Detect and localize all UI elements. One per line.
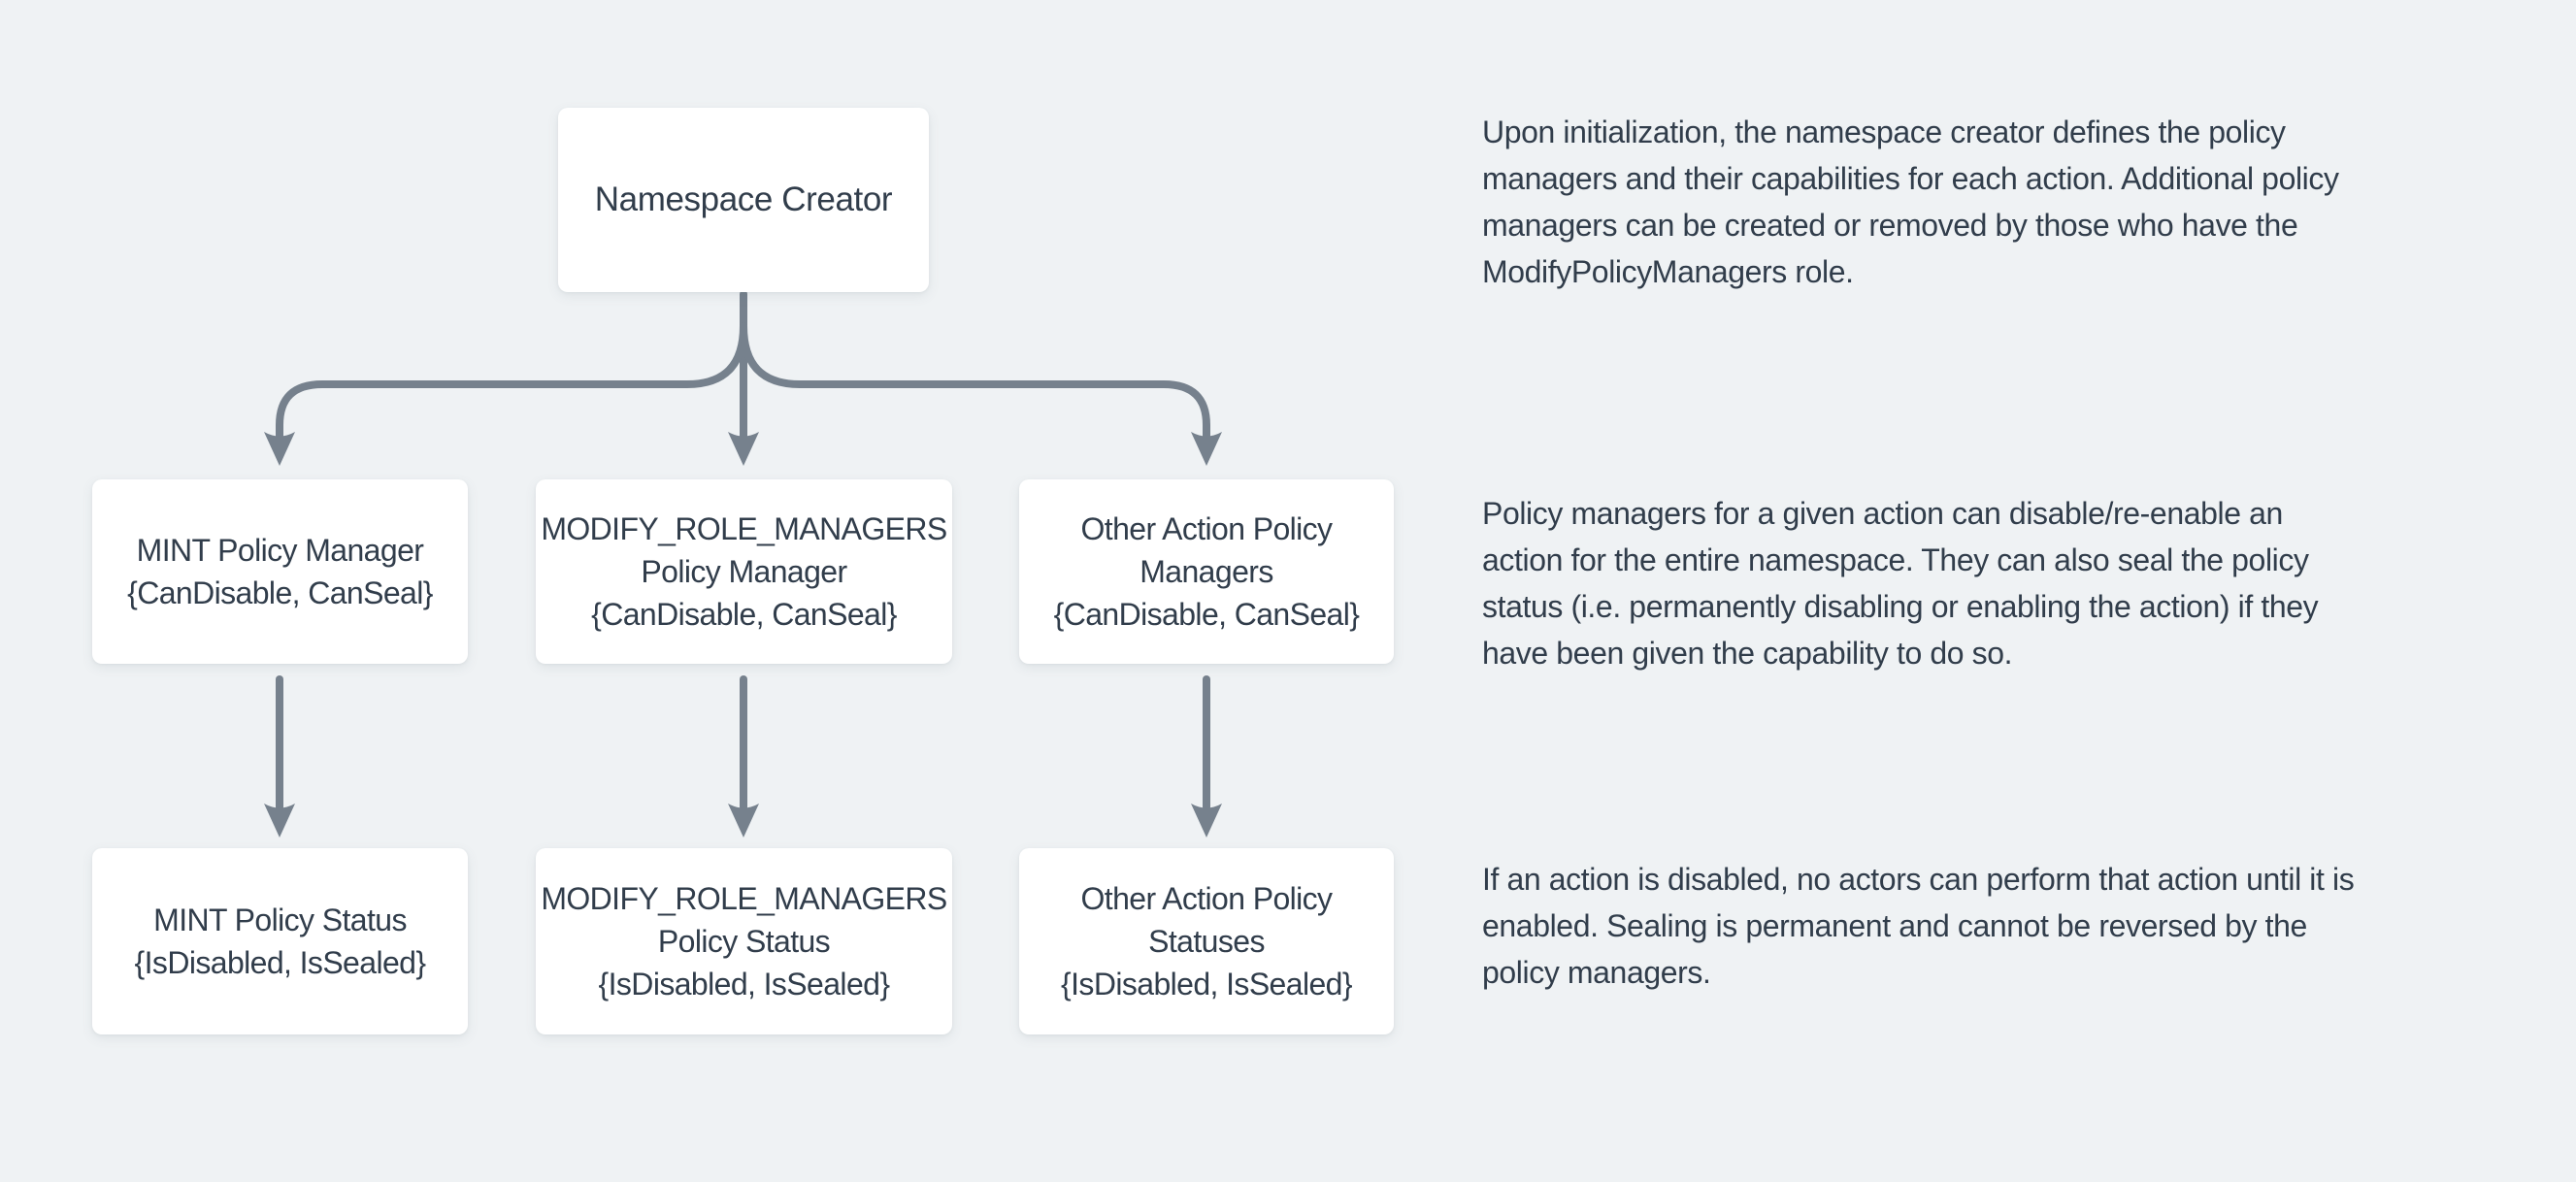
node-modify-role-managers-policy-manager: MODIFY_ROLE_MANAGERS Policy Manager {Can… bbox=[536, 479, 952, 664]
arrowhead-icon bbox=[1191, 432, 1222, 466]
node-label: MINT Policy Status {IsDisabled, IsSealed… bbox=[134, 903, 427, 980]
node-label: MINT Policy Manager {CanDisable, CanSeal… bbox=[127, 533, 433, 610]
arrowhead-icon bbox=[728, 804, 759, 837]
note-disabled-sealed-effects: If an action is disabled, no actors can … bbox=[1482, 862, 2355, 990]
node-label: MODIFY_ROLE_MANAGERS Policy Status {IsDi… bbox=[541, 881, 947, 1001]
arrowhead-icon bbox=[1191, 804, 1222, 837]
node-mint-policy-manager: MINT Policy Manager {CanDisable, CanSeal… bbox=[92, 479, 468, 664]
node-label: Other Action Policy Statuses {IsDisabled… bbox=[1061, 881, 1353, 1001]
node-namespace-creator: Namespace Creator bbox=[558, 108, 929, 292]
node-mint-policy-status: MINT Policy Status {IsDisabled, IsSealed… bbox=[92, 848, 468, 1034]
arrowhead-icon bbox=[264, 432, 295, 466]
connector-branch-left bbox=[276, 322, 747, 441]
node-label: Namespace Creator bbox=[594, 181, 893, 218]
arrowhead-icon bbox=[728, 432, 759, 466]
node-modify-role-managers-policy-status: MODIFY_ROLE_MANAGERS Policy Status {IsDi… bbox=[536, 848, 952, 1034]
note-initialization: Upon initialization, the namespace creat… bbox=[1482, 115, 2339, 289]
node-other-action-policy-statuses: Other Action Policy Statuses {IsDisabled… bbox=[1019, 848, 1394, 1034]
node-label: Other Action Policy Managers {CanDisable… bbox=[1053, 511, 1360, 632]
note-disable-seal: Policy managers for a given action can d… bbox=[1482, 496, 2319, 671]
node-other-action-policy-managers: Other Action Policy Managers {CanDisable… bbox=[1019, 479, 1394, 664]
connector-branch-right bbox=[740, 322, 1210, 441]
node-label: MODIFY_ROLE_MANAGERS Policy Manager {Can… bbox=[541, 511, 947, 632]
arrowhead-icon bbox=[264, 804, 295, 837]
